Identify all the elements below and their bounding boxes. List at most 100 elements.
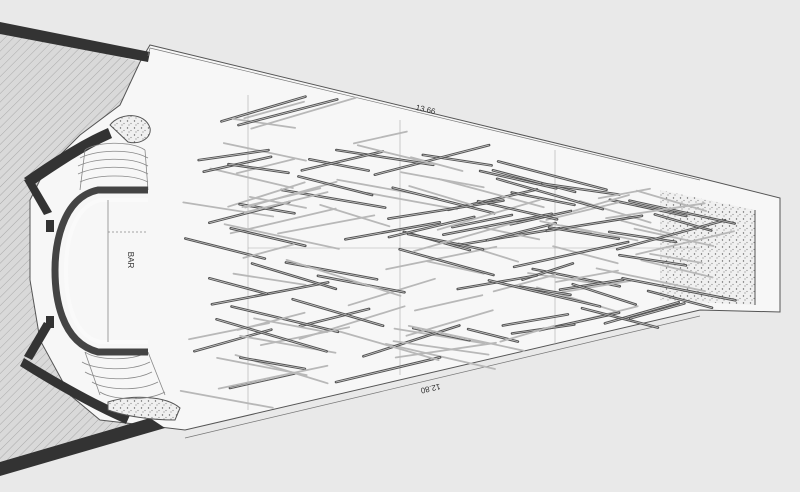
- dimension-top: 13.66: [147, 47, 701, 181]
- stick-highlight: [477, 200, 558, 220]
- stick-highlight: [392, 187, 495, 214]
- stick: [595, 267, 706, 293]
- stick-highlight: [388, 216, 475, 238]
- stick-highlight: [511, 192, 575, 206]
- stick-highlight: [228, 163, 289, 174]
- stick-highlight: [216, 319, 327, 352]
- stick: [217, 364, 329, 390]
- stick: [605, 202, 706, 220]
- stick-highlight: [549, 227, 619, 240]
- curved-wall-left-bottom: [20, 358, 130, 424]
- stick: [182, 201, 275, 218]
- stick: [229, 207, 337, 235]
- stick: [244, 180, 338, 209]
- stick: [319, 203, 391, 228]
- dimension-bottom-label: 12.80: [419, 382, 441, 395]
- stick: [633, 227, 715, 247]
- stick: [248, 195, 307, 209]
- stick-highlight: [520, 286, 571, 296]
- stick: [405, 309, 494, 337]
- stick: [250, 96, 357, 130]
- bar-counter: BAR: [51, 186, 148, 356]
- stick-highlight: [301, 151, 384, 171]
- stick-highlight: [502, 314, 568, 326]
- stair-bottom: [81, 351, 166, 400]
- stick-highlight: [251, 263, 336, 290]
- stick-highlight: [581, 307, 658, 328]
- stick-highlight: [198, 149, 269, 161]
- gravel-area-right: [660, 190, 756, 305]
- stick-highlight: [336, 149, 434, 166]
- stick-highlight: [388, 200, 504, 219]
- stick: [636, 189, 707, 212]
- stick-highlight: [211, 282, 329, 305]
- stick: [209, 167, 294, 189]
- stick: [545, 201, 620, 221]
- stick-highlight: [452, 214, 512, 228]
- stick-highlight: [194, 329, 272, 352]
- stick-highlight: [497, 178, 603, 210]
- stick: [243, 100, 305, 120]
- stick-highlight: [399, 249, 494, 276]
- exterior-hatch-zone: [0, 28, 150, 462]
- stick-highlight: [648, 290, 713, 309]
- stick: [437, 178, 545, 209]
- stick: [413, 294, 484, 312]
- stick-highlight: [510, 210, 572, 225]
- stick: [408, 185, 474, 206]
- stick-highlight: [654, 214, 712, 231]
- stick-highlight: [629, 200, 735, 224]
- stick: [243, 191, 329, 214]
- stick-highlight: [299, 308, 370, 327]
- stick-highlight: [559, 279, 624, 290]
- stick-highlight: [480, 170, 557, 189]
- stick-highlight: [231, 306, 339, 333]
- stick: [561, 279, 632, 294]
- stick: [366, 191, 458, 211]
- stick-highlight: [443, 213, 552, 235]
- stick: [277, 214, 376, 235]
- stick: [385, 245, 498, 271]
- stick-highlight: [604, 301, 679, 324]
- stick: [253, 317, 329, 334]
- stick: [499, 324, 556, 343]
- stick-highlight: [422, 154, 492, 166]
- stick-highlight: [335, 357, 441, 383]
- stick: [597, 187, 651, 200]
- stick: [339, 330, 440, 362]
- stick-highlight: [230, 228, 306, 247]
- stick-highlight: [630, 303, 685, 319]
- stick: [492, 273, 556, 293]
- stick: [620, 219, 673, 235]
- stick: [352, 130, 408, 145]
- stick: [572, 194, 630, 213]
- stick-highlight: [492, 170, 576, 193]
- stick: [223, 223, 340, 250]
- planter-bottom: [107, 396, 181, 421]
- stick-highlight: [498, 161, 607, 191]
- stick: [242, 243, 295, 259]
- stick-highlight: [298, 176, 373, 196]
- stick-highlight: [617, 219, 726, 250]
- stick-highlight: [609, 199, 687, 217]
- planter-top: [109, 115, 151, 144]
- stick-highlight: [542, 183, 620, 195]
- stick-highlight: [622, 278, 736, 301]
- wall-bottom: [0, 418, 165, 476]
- stick-highlight: [221, 96, 306, 122]
- stick-highlight: [486, 222, 556, 241]
- stick: [231, 117, 297, 129]
- stick-highlight: [514, 241, 629, 268]
- stick: [235, 158, 296, 175]
- stick: [436, 198, 541, 231]
- stair-top: [77, 142, 149, 191]
- wall-top: [0, 22, 150, 62]
- sticks-installation: [179, 95, 737, 409]
- stick-highlight: [374, 144, 490, 175]
- stick: [394, 341, 497, 359]
- stick: [426, 260, 485, 275]
- stick-highlight: [209, 278, 267, 294]
- stick-highlight: [572, 283, 636, 305]
- stick: [409, 156, 464, 172]
- stick-highlight: [488, 280, 601, 307]
